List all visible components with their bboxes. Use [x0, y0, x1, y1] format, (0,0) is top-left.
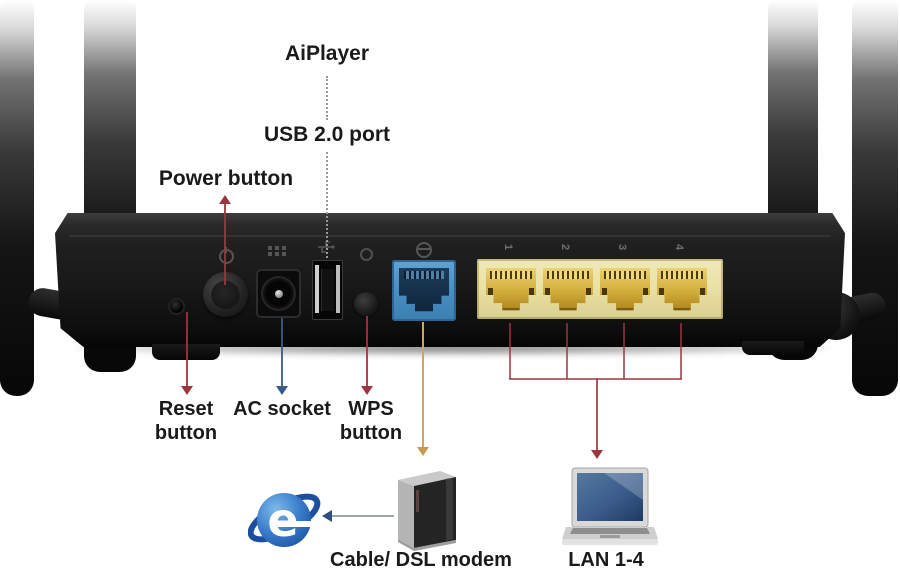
lan-bus-line — [509, 378, 682, 380]
usb-callout-line — [326, 152, 328, 258]
antenna-right-outer-icon — [852, 0, 898, 396]
power-symbol-icon — [219, 247, 234, 264]
antenna-left-outer-icon — [0, 0, 34, 396]
lan-port-number: 2 — [559, 243, 572, 251]
reset-callout-line — [186, 312, 188, 387]
lan3-line — [623, 323, 625, 379]
modem-ie-line — [332, 515, 394, 517]
reset-label-line2: button — [154, 422, 218, 444]
reset-callout-arrow — [181, 386, 193, 395]
lan-port-3-icon — [600, 268, 650, 311]
ac-socket-label: AC socket — [233, 398, 331, 420]
aiplayer-label: AiPlayer — [284, 42, 370, 65]
power-callout-line — [224, 203, 226, 285]
power-button-label: Power button — [158, 167, 294, 190]
usb-port-icon — [312, 260, 343, 320]
cable-dsl-modem-label: Cable/ DSL modem — [330, 549, 512, 571]
ac-symbol-icon — [268, 246, 272, 250]
usb-contact-left — [315, 265, 319, 313]
power-callout-arrow — [219, 195, 231, 204]
jack-slot — [659, 288, 664, 304]
lan-port-group-icon — [477, 259, 723, 319]
jack-tab — [560, 307, 576, 311]
wps-button-icon — [354, 292, 378, 316]
jack-slot — [586, 288, 591, 304]
router-top-ridge — [69, 235, 831, 237]
lan-port-number: 3 — [616, 243, 629, 251]
laptop-icon — [562, 467, 658, 545]
ac-socket-barrel — [263, 278, 294, 309]
usb-port-label: USB 2.0 port — [263, 123, 391, 146]
lan-laptop-line — [596, 379, 598, 451]
jack-slot — [643, 288, 648, 304]
lan-port-number: 4 — [673, 243, 686, 251]
modem-icon — [398, 471, 456, 551]
lan-port-2-icon — [543, 268, 593, 311]
wps-callout-arrow — [361, 386, 373, 395]
jack-tab — [617, 307, 633, 311]
lan-1-4-label: LAN 1-4 — [568, 549, 644, 571]
wan-globe-icon — [416, 242, 432, 258]
lan-laptop-arrow — [591, 450, 603, 459]
wps-button-label: WPS button — [340, 397, 402, 445]
usb-contact-right — [336, 265, 340, 313]
jack-slot — [602, 288, 607, 304]
wps-symbol-icon — [360, 248, 373, 261]
usb-tongue — [321, 269, 334, 311]
wps-label-line1: WPS — [348, 398, 394, 420]
jack-slot — [488, 288, 493, 304]
wan-modem-line — [422, 322, 424, 448]
lan-jack-pins — [490, 271, 532, 279]
lan-port-4-icon — [657, 268, 707, 311]
internet-explorer-icon: e — [248, 493, 321, 547]
reset-label-line1: Reset — [158, 398, 214, 420]
lan-jack-pins — [604, 271, 646, 279]
lan-port-1-icon — [486, 268, 536, 311]
jack-slot — [529, 288, 534, 304]
jack-tab — [503, 307, 519, 311]
ac-callout-line — [281, 318, 283, 387]
lan-jack-pins — [547, 271, 589, 279]
modem-ie-arrow — [322, 510, 332, 522]
lan-port-number: 1 — [502, 243, 515, 251]
reset-button-label: Reset button — [155, 397, 217, 445]
lan2-line — [566, 323, 568, 379]
wan-port-icon — [392, 260, 456, 321]
lan1-line — [509, 323, 511, 379]
lan4-line — [680, 323, 682, 379]
wps-callout-line — [366, 316, 368, 387]
ac-socket-pin — [275, 290, 283, 298]
wan-jack-pins — [404, 271, 444, 279]
wan-modem-arrow — [417, 447, 429, 456]
jack-slot — [545, 288, 550, 304]
reset-pinhole-icon — [170, 300, 183, 313]
wan-rj45-jack — [399, 268, 449, 312]
ac-callout-arrow — [276, 386, 288, 395]
wps-label-line2: button — [339, 422, 403, 444]
jack-tab — [674, 307, 690, 311]
svg-text:e: e — [267, 493, 298, 547]
jack-slot — [700, 288, 705, 304]
aiplayer-callout-line — [326, 76, 328, 120]
ac-socket-icon — [256, 269, 301, 318]
lan-jack-pins — [661, 271, 703, 279]
router-foot-right — [742, 341, 804, 355]
